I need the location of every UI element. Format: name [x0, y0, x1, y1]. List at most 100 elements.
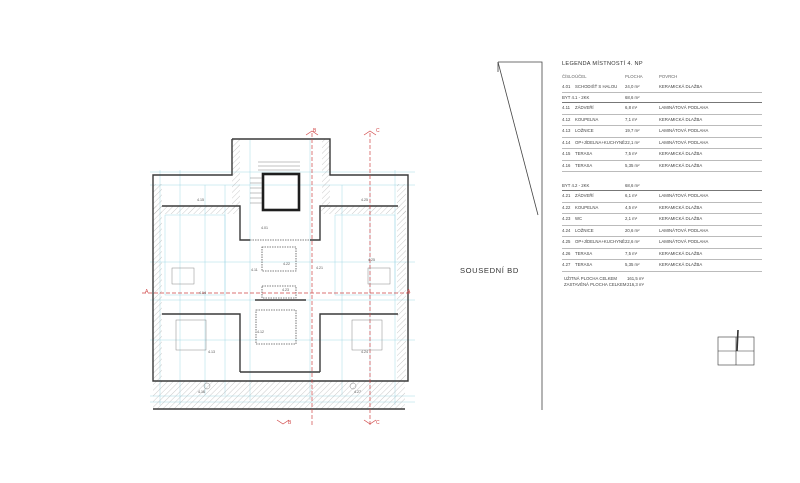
cell-purpose: TERASA	[575, 162, 593, 168]
cell-number: 4.24	[562, 227, 571, 233]
cell-surface: KERAMICKÁ DLAŽBA	[659, 216, 703, 222]
cell-purpose: KOUPELNA	[575, 116, 599, 122]
legend-row: 4.27 TERASA 5,35 m² KERAMICKÁ DLAŽBA	[562, 260, 762, 272]
cell-number: 4.23	[562, 216, 571, 222]
flat-2-area: 68,6 m²	[625, 182, 640, 188]
legend-row: 4.16 TERASA 5,35 m² KERAMICKÁ DLAŽBA	[562, 161, 762, 173]
legend-row: 4.21 ZÁDVEŘÍ 6,1 m² LAMINÁTOVÁ PODLAHA	[562, 191, 762, 203]
cell-surface: LAMINÁTOVÁ PODLAHA	[659, 128, 709, 134]
room-label-4-13: 4.13	[208, 350, 215, 354]
wet-cores	[250, 239, 310, 345]
cell-area: 6,8 m²	[625, 105, 638, 111]
cell-area: 6,1 m²	[625, 193, 638, 199]
cell-number: 4.11	[562, 105, 571, 111]
cell-number: 4.12	[562, 116, 571, 122]
room-label-4-25b: 4.25	[368, 258, 375, 262]
furniture-outlines	[171, 267, 391, 390]
cell-surface: KERAMICKÁ DLAŽBA	[659, 83, 703, 89]
header-number: ČÍSLO	[562, 73, 575, 79]
room-label-4-11: 4.11	[251, 268, 258, 272]
flat-1-header: BYT 4.1 - 2KK 68,6 m²	[562, 93, 762, 104]
section-mark-a-right: A	[407, 289, 411, 295]
legend-row: 4.24 LOŽNICE 20,6 m² LAMINÁTOVÁ PODLAHA	[562, 226, 762, 238]
legend-row: 4.23 WC 2,1 m² KERAMICKÁ DLAŽBA	[562, 214, 762, 226]
cell-number: 4.13	[562, 128, 571, 134]
header-surface: POVRCH	[659, 73, 678, 79]
cell-area: 20,6 m²	[625, 227, 640, 233]
cell-area: 5,35 m²	[625, 262, 640, 268]
flat-2-label: BYT 4.2 - 2KK	[562, 182, 590, 188]
room-legend: LEGENDA MÍSTNOSTÍ 4. NP ČÍSLO ÚČEL PLOCH…	[562, 61, 762, 288]
room-label-4-01: 4.01	[261, 226, 268, 230]
room-label-4-25: 4.25	[361, 198, 368, 202]
total-label: ZASTAVĚNÁ PLOCHA CELKEM	[564, 281, 627, 287]
cell-number: 4.27	[562, 262, 571, 268]
room-label-4-14: 4.14	[199, 291, 206, 295]
cell-surface: KERAMICKÁ DLAŽBA	[659, 151, 703, 157]
flat-1-label: BYT 4.1 - 2KK	[562, 94, 590, 100]
dimension-grid	[150, 140, 415, 405]
cell-area: 4,5 m²	[625, 204, 638, 210]
total-label: UŽITNÁ PLOCHA CELKEM	[564, 275, 618, 281]
section-cut-lines	[142, 133, 412, 425]
staircase-core	[250, 161, 301, 212]
wall-outlines	[152, 138, 409, 410]
cell-surface: LAMINÁTOVÁ PODLAHA	[659, 193, 709, 199]
cell-number: 4.16	[562, 162, 571, 168]
cell-purpose: ZÁDVEŘÍ	[575, 193, 594, 199]
cell-purpose: OP+JÍDELNA+KUCHYNĚ	[575, 139, 625, 145]
cell-number: 4.15	[562, 151, 571, 157]
cell-surface: KERAMICKÁ DLAŽBA	[659, 162, 703, 168]
section-mark-a-left: A	[145, 289, 149, 295]
cell-surface: LAMINÁTOVÁ PODLAHA	[659, 139, 709, 145]
legend-row: 4.14 OP+JÍDELNA+KUCHYNĚ 22,1 m² LAMINÁTO…	[562, 138, 762, 150]
cell-number: 4.22	[562, 204, 571, 210]
cell-surface: LAMINÁTOVÁ PODLAHA	[659, 105, 709, 111]
room-label-4-15: 4.15	[197, 198, 204, 202]
cell-purpose: KOUPELNA	[575, 204, 599, 210]
cell-number: 4.25	[562, 239, 571, 245]
cell-number: 4.14	[562, 139, 571, 145]
cell-area: 24,0 m²	[625, 83, 640, 89]
cell-surface: LAMINÁTOVÁ PODLAHA	[659, 227, 709, 233]
cell-surface: KERAMICKÁ DLAŽBA	[659, 262, 703, 268]
neighbour-building-outline	[497, 61, 543, 410]
cell-purpose: WC	[575, 216, 583, 222]
room-label-4-21: 4.21	[316, 266, 323, 270]
cell-area: 22,6 m²	[625, 239, 640, 245]
cell-number: 4.26	[562, 250, 571, 256]
section-mark-c-bottom: C	[376, 420, 380, 426]
section-mark-c-top: C	[376, 128, 380, 134]
section-arrow-marks	[276, 130, 377, 425]
flat-2-header: BYT 4.2 - 2KK 68,6 m²	[562, 181, 762, 192]
terrace-hatching	[153, 139, 406, 409]
total-value: 216,3 m²	[627, 281, 644, 287]
section-mark-b-bottom: B	[288, 420, 292, 426]
cell-area: 19,7 m²	[625, 128, 640, 134]
room-label-4-24: 4.24	[361, 350, 368, 354]
section-mark-b-top: B	[313, 128, 317, 134]
room-label-4-12: 4.12	[257, 330, 264, 334]
cell-purpose: SCHODIŠŤ S HALOU	[575, 83, 618, 89]
legend-header-row: ČÍSLO ÚČEL PLOCHA POVRCH	[562, 73, 762, 79]
room-label-4-16: 4.16	[198, 390, 205, 394]
cell-purpose: TERASA	[575, 250, 593, 256]
legend-row: 4.12 KOUPELNA 7,1 m² KERAMICKÁ DLAŽBA	[562, 115, 762, 127]
neighbour-building-label: SOUSEDNÍ BD	[460, 266, 519, 275]
cell-purpose: LOŽNICE	[575, 128, 594, 134]
header-area: PLOCHA	[625, 73, 643, 79]
legend-row: 4.22 KOUPELNA 4,5 m² KERAMICKÁ DLAŽBA	[562, 203, 762, 215]
cell-surface: LAMINÁTOVÁ PODLAHA	[659, 239, 709, 245]
room-label-4-23: 4.23	[282, 288, 289, 292]
header-purpose: ÚČEL	[575, 73, 587, 79]
legend-title: LEGENDA MÍSTNOSTÍ 4. NP	[562, 61, 643, 67]
cell-purpose: OP+JÍDELNA+KUCHYNĚ	[575, 239, 625, 245]
cell-surface: KERAMICKÁ DLAŽBA	[659, 204, 703, 210]
cell-area: 7,5 m²	[625, 151, 638, 157]
room-label-4-27: 4.27	[354, 390, 361, 394]
cell-surface: KERAMICKÁ DLAŽBA	[659, 116, 703, 122]
room-label-4-22: 4.22	[283, 262, 290, 266]
cell-surface: KERAMICKÁ DLAŽBA	[659, 250, 703, 256]
total-value: 161,5 m²	[627, 275, 644, 281]
